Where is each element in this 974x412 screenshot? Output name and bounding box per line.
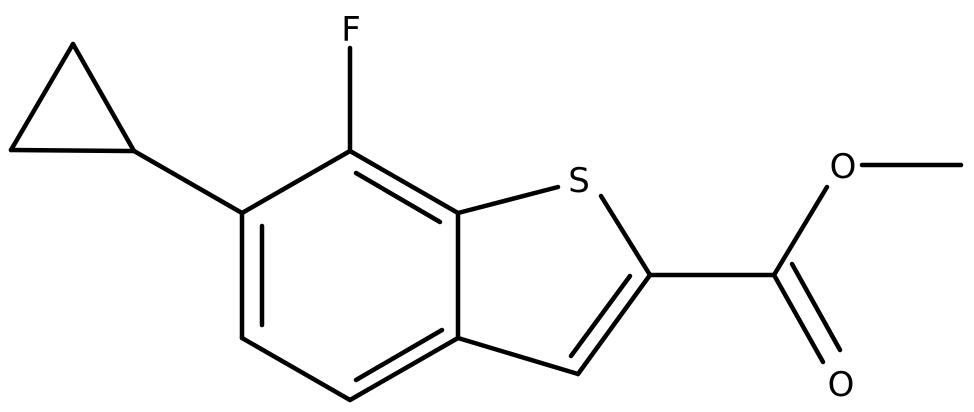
bond-carbonyl-ether-o (771, 184, 830, 278)
bonds (8, 41, 964, 403)
bond-carbonyl-o-2 (789, 261, 843, 353)
bond-c3-c3a (455, 335, 581, 377)
carbonyl-oxygen-label: O (828, 365, 855, 405)
bond-carbonyl-o-1 (771, 272, 826, 365)
bond-cyclopropyl-3 (70, 41, 137, 154)
bond-c7a-s (455, 184, 561, 216)
bond-c2-c3 (575, 272, 653, 377)
bond-s-c2 (598, 193, 653, 278)
sulfur-label: S (568, 161, 590, 201)
bond-c4-c3a-inner (353, 327, 445, 383)
bond-c5-c4 (239, 335, 353, 403)
bond-cyclopropyl-aryl (131, 148, 245, 216)
bond-c7-c6 (239, 148, 353, 216)
bond-cyclopropyl-1 (8, 41, 76, 153)
bond-c7a-c7-inner (353, 170, 443, 225)
fluorine-label: F (341, 10, 361, 50)
bond-c2-c3-inner (568, 273, 633, 359)
bond-cyclopropyl-2 (8, 147, 137, 154)
atom-labels: F S O O (341, 10, 856, 405)
ether-oxygen-label: O (830, 147, 857, 187)
bond-c4-c3a (347, 335, 461, 403)
bond-c7a-c7 (347, 148, 461, 216)
